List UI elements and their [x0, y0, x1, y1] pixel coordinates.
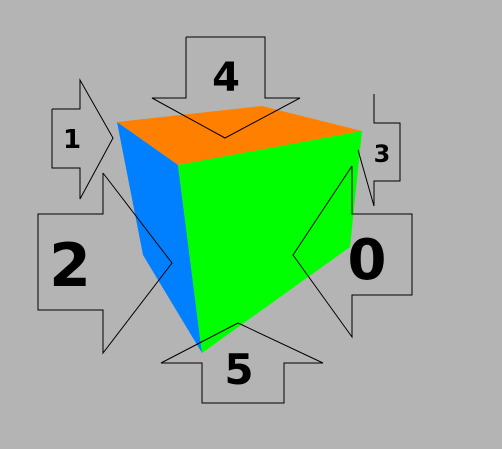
arrow-3-outline [357, 94, 401, 207]
arrow-2-label: 2 [49, 231, 91, 301]
cube-face-left [117, 122, 202, 353]
arrow-1-outline [51, 78, 114, 200]
arrow-4-label: 4 [212, 55, 240, 101]
cube-face-top [117, 106, 362, 165]
arrow-4-outline [151, 36, 301, 139]
arrow-5-outline [160, 322, 324, 404]
arrow-0-label: 0 [348, 228, 387, 293]
arrow-3-label: 3 [374, 140, 391, 168]
arrow-1-label: 1 [63, 125, 81, 155]
arrow-5-label: 5 [224, 345, 253, 394]
arrow-0-outline [292, 165, 413, 339]
cube-face-front [178, 131, 362, 353]
arrow-2-outline [37, 172, 173, 355]
